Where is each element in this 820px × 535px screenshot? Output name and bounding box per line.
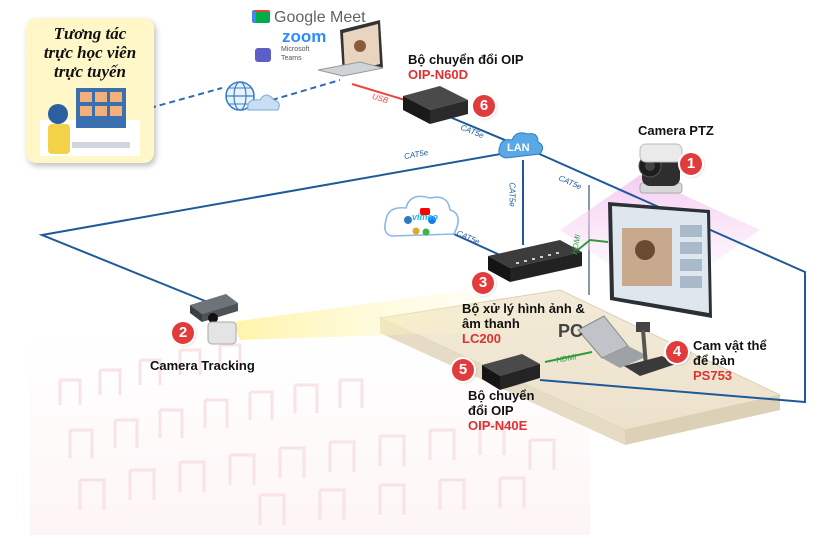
oip-n40e-title-line1: Bộ chuyển (468, 388, 535, 403)
badge-5: 5 (452, 359, 474, 381)
google-meet-logo: Google Meet (252, 9, 366, 27)
streaming-cloud-icon (384, 195, 459, 237)
lc200-model: LC200 (462, 331, 502, 346)
cat5e-oip-n60d-lan (444, 114, 513, 144)
badge-1: 1 (680, 153, 702, 175)
camera-ptz-title: Camera PTZ (638, 123, 714, 138)
ptz-camera-device (638, 143, 683, 194)
ps753-model: PS753 (693, 368, 733, 383)
lc200-title-line1: Bộ xử lý hình ảnh & (462, 301, 585, 316)
lan-cloud-icon (498, 132, 544, 159)
teams-icon (255, 48, 271, 62)
oip-n40e-model: OIP-N40E (468, 418, 528, 433)
badge-2: 2 (172, 322, 194, 344)
pc-laptop-icon (577, 315, 648, 368)
lan-label: LAN (507, 142, 530, 154)
badge-4: 4 (666, 341, 688, 363)
badge-6: 6 (473, 95, 495, 117)
internet-dashed-link-2 (271, 79, 341, 101)
oip-n60d-device (403, 86, 468, 124)
zoom-logo: zoom (282, 27, 327, 46)
ps753-title-line1: Cam vật thể (693, 338, 767, 353)
document-camera-device (624, 322, 676, 376)
badge-3: 3 (472, 272, 494, 294)
ps753-title-line2: để bàn (693, 353, 735, 368)
cat5e-label-3: CAT5e (507, 182, 517, 207)
oip-n60d-title: Bộ chuyển đổi OIP (408, 52, 524, 67)
google-meet-icon (252, 10, 270, 23)
lc200-title-line2: âm thanh (462, 316, 520, 331)
vimeo-label: vimeo (412, 212, 439, 222)
oip-n40e-title-line2: đổi OIP (468, 403, 514, 418)
internet-globe-icon (225, 81, 280, 111)
lc200-device (488, 240, 582, 282)
oip-n40e-device (482, 354, 540, 390)
online-students-panel: Tương tác trực học viên trực tuyến (26, 18, 154, 163)
cat5e-tracking-lan (38, 151, 513, 306)
pc-label: PC (558, 321, 584, 341)
tracking-camera-device (190, 294, 238, 345)
hdmi-pc-oip-n40e (544, 351, 593, 363)
internet-dashed-link (149, 87, 223, 109)
online-students-title: Tương tác trực học viên trực tuyến (43, 24, 137, 81)
laptop-icon (317, 20, 384, 77)
online-student-illustration (40, 88, 140, 156)
usb-cable (351, 83, 406, 101)
display-screen (608, 202, 712, 318)
oip-n60d-model: OIP-N60D (408, 67, 468, 82)
tracking-camera-beam (232, 290, 540, 340)
camera-tracking-title: Camera Tracking (150, 358, 255, 373)
